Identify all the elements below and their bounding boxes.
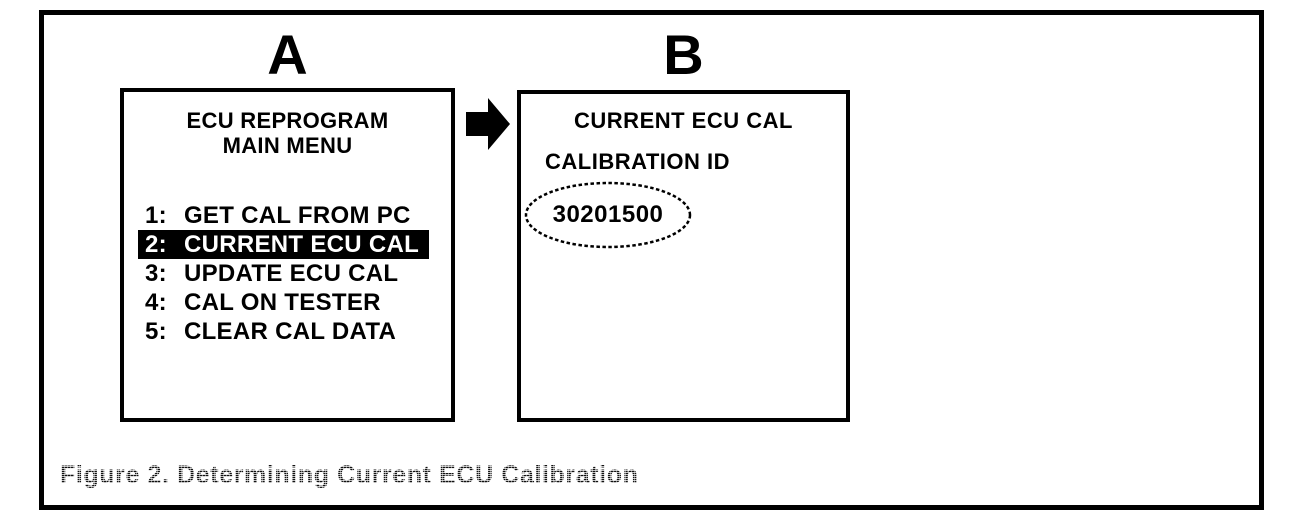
- menu-item-number: 5:: [145, 318, 167, 345]
- figure-caption: Figure 2. Determining Current ECU Calibr…: [56, 459, 643, 492]
- menu-item-clear-cal-data: 5: CLEAR CAL DATA: [138, 317, 406, 346]
- menu-item-label: CAL ON TESTER: [183, 289, 381, 316]
- screen-b-current-ecu-cal: CURRENT ECU CAL CALIBRATION ID 30201500: [517, 90, 850, 422]
- menu-item-get-cal-from-pc: 1: GET CAL FROM PC: [138, 201, 421, 230]
- arrow-right-icon: [466, 98, 510, 150]
- figure-border: A B ECU REPROGRAM MAIN MENU 1: GET CAL F…: [39, 10, 1264, 510]
- calibration-id-highlight: 30201500: [523, 180, 693, 250]
- menu-item-label: CLEAR CAL DATA: [183, 318, 397, 345]
- screen-b-title: CURRENT ECU CAL: [574, 108, 793, 133]
- screen-a-title: ECU REPROGRAM MAIN MENU: [124, 108, 451, 158]
- menu-item-number: 3:: [145, 260, 167, 287]
- menu-item-cal-on-tester: 4: CAL ON TESTER: [138, 288, 391, 317]
- menu-item-label: CURRENT ECU CAL: [183, 231, 420, 258]
- screen-a-title-line1: ECU REPROGRAM: [186, 108, 389, 133]
- panel-label-a: A: [267, 23, 308, 86]
- screen-a-ecu-reprogram-main-menu: ECU REPROGRAM MAIN MENU 1: GET CAL FROM …: [120, 88, 455, 422]
- menu-item-number: 1:: [145, 202, 167, 229]
- menu-item-current-ecu-cal: 2: CURRENT ECU CAL: [138, 230, 430, 259]
- menu-item-label: GET CAL FROM PC: [183, 202, 411, 229]
- screen-b-subtitle: CALIBRATION ID: [545, 149, 731, 174]
- menu-item-number: 4:: [145, 289, 167, 316]
- screen-a-menu: 1: GET CAL FROM PC 2: CURRENT ECU CAL 3:…: [138, 201, 430, 346]
- menu-item-number: 2:: [145, 231, 167, 258]
- menu-item-update-ecu-cal: 3: UPDATE ECU CAL: [138, 259, 408, 288]
- panel-label-b: B: [663, 23, 704, 86]
- calibration-id-value: 30201500: [552, 201, 664, 228]
- screen-a-title-line2: MAIN MENU: [222, 133, 353, 158]
- hand-drawn-ellipse-icon: [524, 181, 692, 249]
- menu-item-label: UPDATE ECU CAL: [183, 260, 399, 287]
